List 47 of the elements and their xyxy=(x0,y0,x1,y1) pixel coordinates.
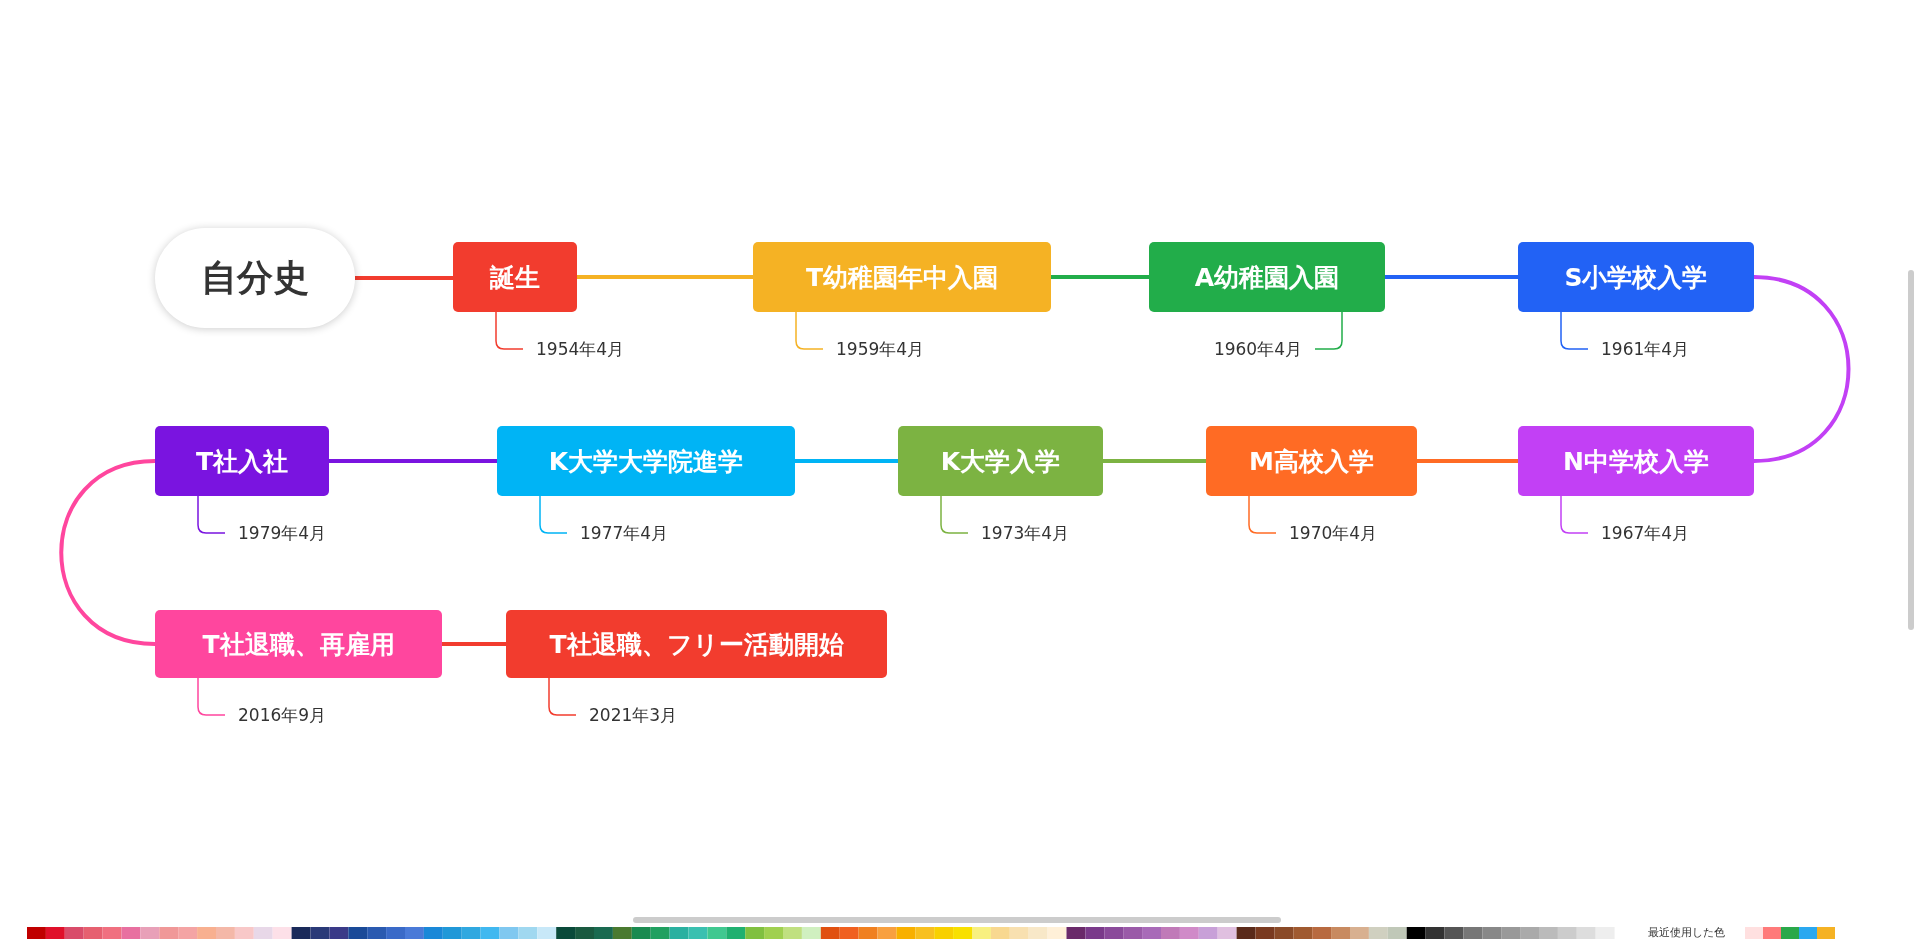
event-title: M高校入学 xyxy=(1249,445,1374,478)
date-label: 1961年4月 xyxy=(1601,339,1690,359)
date-label: 2021年3月 xyxy=(589,705,678,725)
event-title: K大学入学 xyxy=(940,445,1061,478)
event-title: T社退職、フリー活動開始 xyxy=(549,628,844,661)
event-title: T社退職、再雇用 xyxy=(202,628,395,661)
event-title: A幼稚園入園 xyxy=(1194,261,1340,294)
event-box xyxy=(155,610,442,678)
connector-line xyxy=(1103,459,1206,463)
connector-line xyxy=(1385,275,1518,279)
date-label: 1970年4月 xyxy=(1289,523,1378,543)
date-label: 1960年4月 xyxy=(1213,339,1302,359)
title-pill xyxy=(155,228,355,328)
event-box xyxy=(1149,242,1385,312)
connector-line xyxy=(59,459,156,646)
date-label: 1977年4月 xyxy=(580,523,669,543)
event-title: 誕生 xyxy=(490,261,540,294)
event-box xyxy=(1518,242,1754,312)
event-title: T幼稚園年中入園 xyxy=(805,261,999,294)
connector-line xyxy=(1417,459,1518,463)
event-box xyxy=(753,242,1051,312)
connector-line xyxy=(795,459,898,463)
date-label: 1959年4月 xyxy=(836,339,925,359)
palette-label: 最近使用した色 xyxy=(1648,925,1725,940)
connector-line xyxy=(1753,275,1851,463)
event-box xyxy=(898,426,1103,496)
date-label: 1973年4月 xyxy=(981,523,1070,543)
event-box xyxy=(1518,426,1754,496)
connector-line xyxy=(442,642,506,646)
connector-line xyxy=(577,275,753,279)
event-title: K大学大学院進学 xyxy=(548,445,744,478)
event-title: T社入社 xyxy=(195,445,289,478)
date-label: 2016年9月 xyxy=(238,705,327,725)
connector-line xyxy=(1051,275,1149,279)
connector-line xyxy=(329,459,497,463)
connector-line xyxy=(355,276,453,280)
date-label: 1954年4月 xyxy=(536,339,625,359)
date-label: 1979年4月 xyxy=(238,523,327,543)
event-title: 自分史 xyxy=(201,255,309,300)
date-label: 1967年4月 xyxy=(1601,523,1690,543)
event-box xyxy=(155,426,329,496)
event-box xyxy=(1206,426,1417,496)
event-box xyxy=(506,610,887,678)
event-box xyxy=(497,426,795,496)
event-title: N中学校入学 xyxy=(1563,445,1709,478)
event-box xyxy=(453,242,577,312)
event-title: S小学校入学 xyxy=(1564,261,1708,294)
